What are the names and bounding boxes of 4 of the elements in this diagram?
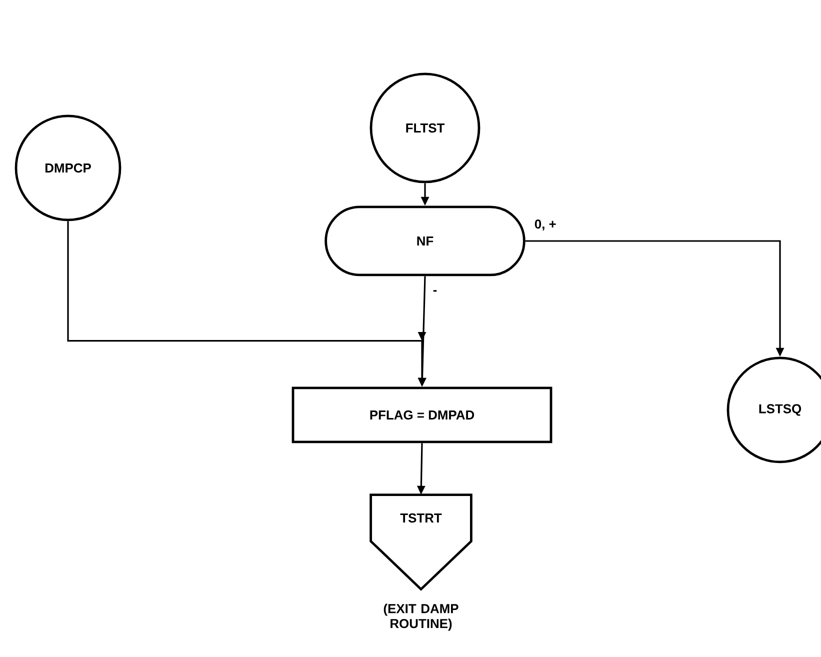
offpage-connector: TSTRT [370,494,472,591]
decision-terminal: NF [324,206,526,276]
process-box: PFLAG = DMPAD [292,386,552,444]
note-text: (EXIT DAMP ROUTINE) [384,604,458,631]
